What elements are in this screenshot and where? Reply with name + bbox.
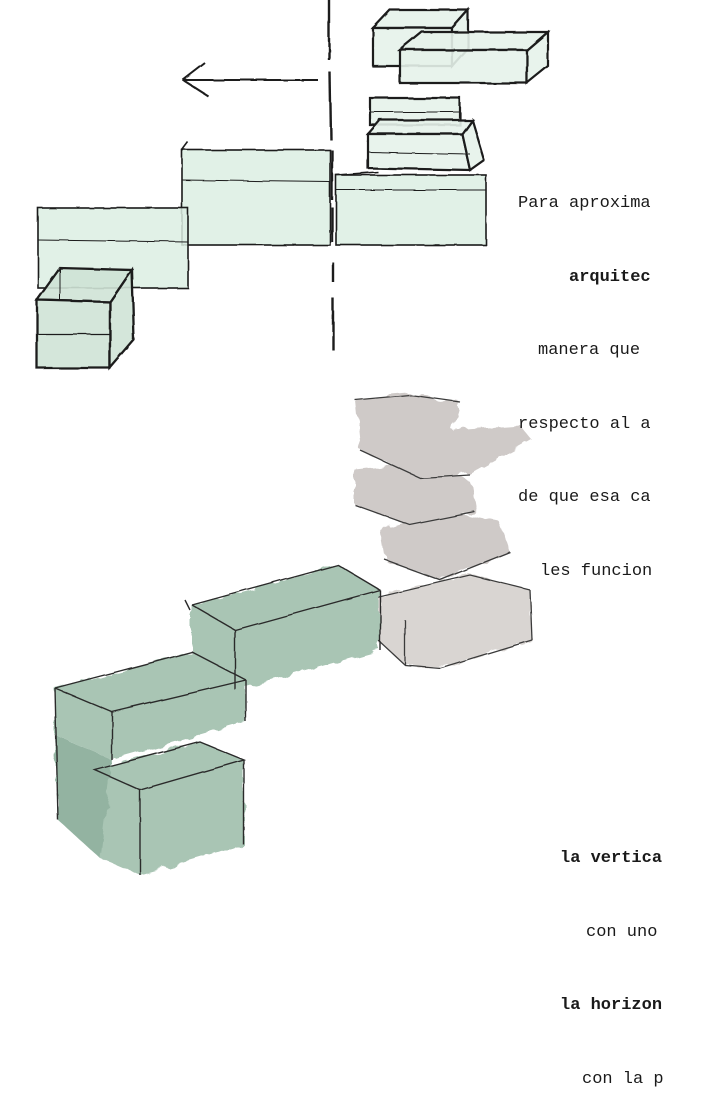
watercolor-sketch-bottom [54,394,533,875]
horizontal-slabs [37,141,487,289]
l-box-left [34,266,136,372]
intro-line: respecto al a [518,414,651,434]
line-sketch-top [34,0,551,372]
green-volumes [55,565,380,875]
bottom-line-bold: la vertica [560,849,663,868]
stacked-boxes-right [365,7,551,172]
intro-line: manera que [538,341,641,360]
green-volume-lines [54,564,381,875]
intro-line: les funcion [540,561,653,581]
bottom-line: con uno [586,922,658,942]
architectural-sketch [34,0,551,875]
intro-line: Para aproxima [518,194,651,213]
bottom-line-bold: la horizon [560,996,663,1015]
vertical-axis-line [327,0,335,350]
bottom-line: con la p [582,1069,664,1089]
intro-line: de que esa ca [518,488,651,507]
grey-stack [355,395,532,668]
grey-stack-lines [354,394,533,669]
intro-line-bold: arquitec [569,267,651,287]
intro-paragraph: Para aproxima arquitec manera que respec… [518,143,652,609]
left-arrow-icon [182,62,318,97]
bottom-paragraph: la vertica con uno la horizon con la p [560,798,664,1117]
